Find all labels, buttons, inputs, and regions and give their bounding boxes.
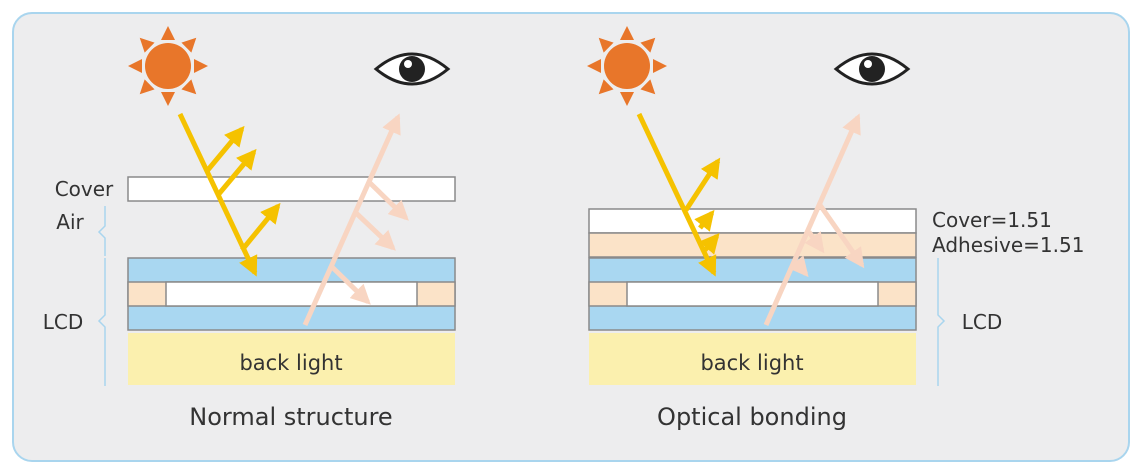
eye-icon bbox=[374, 52, 450, 86]
layer-braces bbox=[937, 258, 946, 386]
adhesive-layer bbox=[588, 232, 917, 258]
lcd-cell-layer bbox=[626, 281, 879, 307]
diagram-panel bbox=[12, 12, 1130, 462]
cover-index-label: Cover=1.51 bbox=[932, 208, 1052, 232]
lcd-cell-layer bbox=[165, 281, 418, 307]
backlight-rays bbox=[763, 113, 865, 327]
optical-bonding-title: Optical bonding bbox=[657, 403, 847, 431]
air-label: Air bbox=[56, 210, 84, 234]
sun-icon bbox=[587, 26, 667, 106]
backlight-rays bbox=[302, 113, 409, 327]
layer-braces bbox=[97, 206, 106, 386]
sun-icon bbox=[128, 26, 208, 106]
cover-glass-layer bbox=[588, 208, 917, 234]
sunlight-rays bbox=[636, 112, 721, 277]
adhesive-index-label: Adhesive=1.51 bbox=[932, 233, 1084, 257]
lcd-label: LCD bbox=[962, 310, 1003, 334]
eye-icon bbox=[834, 52, 910, 86]
backlight-label: back light bbox=[239, 351, 342, 375]
normal-structure-title: Normal structure bbox=[189, 403, 392, 431]
optical-bonding-diagram: Cover=1.51 Adhesive=1.51 LCD back light … bbox=[587, 26, 1084, 431]
sunlight-rays bbox=[177, 112, 281, 277]
normal-structure-diagram: Cover Air LCD back light Normal structur… bbox=[43, 26, 456, 431]
cover-label: Cover bbox=[55, 177, 114, 201]
backlight-layer bbox=[128, 333, 455, 385]
lcd-label: LCD bbox=[43, 310, 84, 334]
backlight-label: back light bbox=[700, 351, 803, 375]
cover-glass-layer bbox=[127, 176, 456, 202]
backlight-layer bbox=[589, 333, 916, 385]
